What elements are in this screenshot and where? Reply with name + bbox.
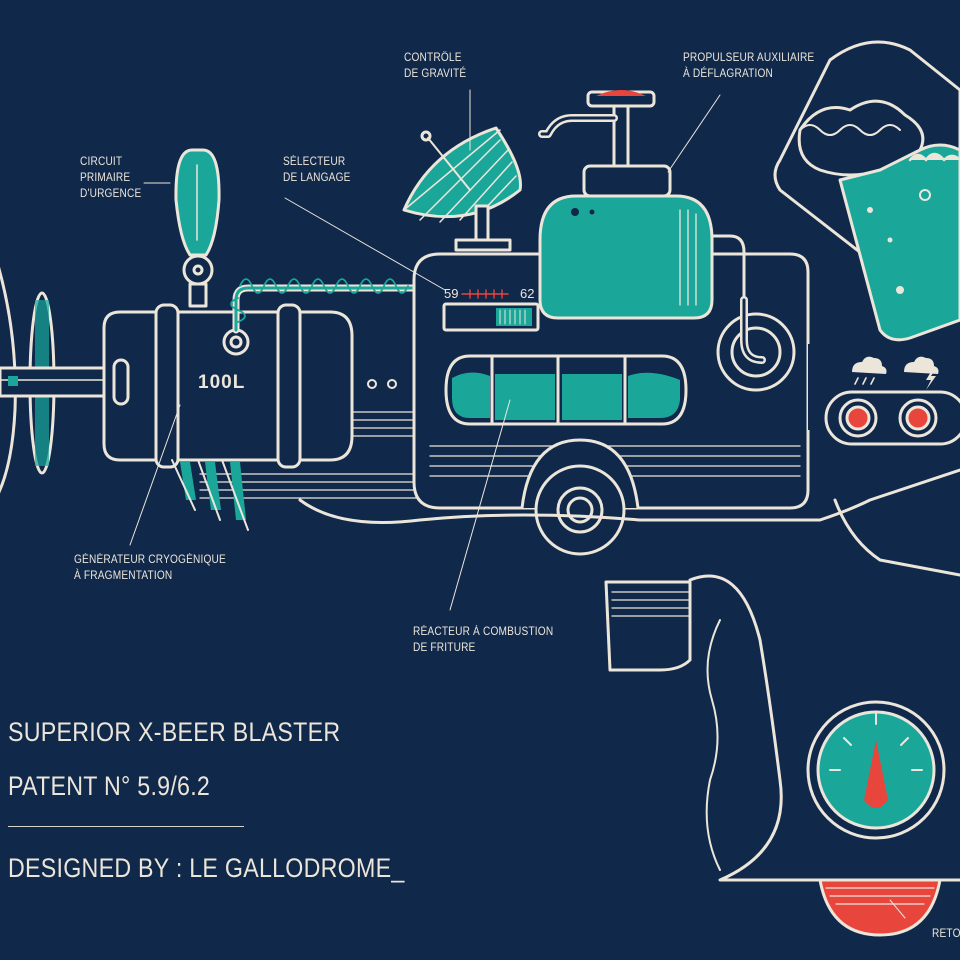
beer-mug [773, 40, 960, 342]
cooling-coil [230, 278, 420, 334]
label-reacteur-combustion: RÉACTEUR À COMBUSTION DE FRITURE [413, 626, 554, 654]
pressure-valve [710, 234, 796, 392]
pump-dispenser [538, 90, 714, 320]
wheel [520, 438, 640, 556]
recoil-dome [818, 878, 942, 937]
selector-max-label: 62 [520, 286, 535, 301]
label-propulseur-auxiliaire: PROPULSEUR AUXILIAIRE À DÉFLAGRATION [683, 52, 815, 80]
label-selecteur-langage: SÉLECTEUR DE LANGAGE [283, 156, 351, 184]
lightning-cloud-icon [904, 356, 939, 390]
language-selector [442, 289, 540, 332]
title-divider [8, 826, 244, 827]
keg-capacity-label: 100L [198, 372, 246, 393]
title-blaster-name: SUPERIOR X-BEER BLASTER [8, 717, 341, 747]
satellite-dish [402, 126, 522, 252]
beer-tap [174, 148, 221, 308]
keg-tank [102, 303, 421, 531]
title-designer-credit: DESIGNED BY : LE GALLODROME_ [8, 853, 405, 883]
fryer-reactor [444, 354, 688, 426]
control-panel [808, 344, 960, 446]
label-retour: RETO [932, 928, 960, 940]
rear-propeller [0, 266, 112, 494]
label-controle-gravite: CONTRÔLE DE GRAVITÉ [404, 52, 467, 80]
selector-min-label: 59 [444, 286, 459, 301]
label-circuit-primaire: CIRCUIT PRIMAIRE D'URGENCE [80, 156, 142, 200]
leader-lines [129, 89, 906, 919]
label-generateur-cryogenique: GÉNÉRATEUR CRYOGÉNIQUE À FRAGMENTATION [74, 554, 226, 582]
title-patent-number: PATENT N° 5.9/6.2 [8, 771, 211, 801]
grip-handle [298, 468, 960, 882]
rain-cloud-icon [852, 356, 887, 385]
pressure-dial [806, 700, 946, 840]
